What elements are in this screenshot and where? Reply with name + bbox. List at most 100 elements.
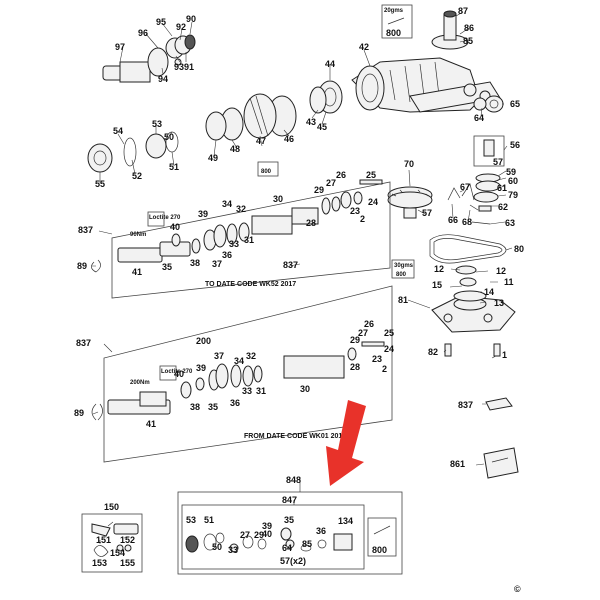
callout-57b: 57 [422, 208, 432, 218]
callout-12b: 12 [496, 266, 506, 276]
callout-48: 48 [230, 144, 240, 154]
callout-95: 95 [156, 17, 166, 27]
callout-35a: 35 [162, 262, 172, 272]
callout-87: 87 [458, 6, 468, 16]
callout-94: 94 [158, 74, 168, 84]
callout-28a: 28 [306, 218, 316, 228]
callout-41b: 41 [146, 419, 156, 429]
callout-92: 92 [176, 22, 186, 32]
callout-62: 62 [498, 202, 508, 212]
callout-35k: 35 [284, 515, 294, 525]
callout-34b: 34 [234, 356, 244, 366]
callout-33k: 33 [228, 545, 238, 555]
part-837-right [485, 397, 513, 411]
leader-lines [92, 11, 513, 544]
callout-44: 44 [325, 59, 335, 69]
callout-50: 50 [164, 132, 174, 142]
callout-837a: 837 [78, 225, 93, 235]
callout-40k: 40 [262, 529, 272, 539]
clip-89-a [91, 259, 101, 273]
callout-36k: 36 [316, 526, 326, 536]
callout-2b: 2 [382, 364, 387, 374]
grease-weight-1: 20gms [384, 8, 404, 14]
callout-837c: 837 [76, 338, 91, 348]
kit-150-outline [81, 513, 143, 573]
callout-41a: 41 [132, 267, 142, 277]
callout-97: 97 [115, 42, 125, 52]
loctite-label-a: Loctite 270 [149, 215, 181, 221]
callout-49: 49 [208, 153, 218, 163]
bearing-44 [309, 80, 343, 114]
new-assembly-outline [103, 285, 393, 463]
callout-36b: 36 [230, 398, 240, 408]
old-spindle-parts [117, 179, 383, 263]
callout-85k: 85 [302, 539, 312, 549]
callout-64k: 64 [282, 543, 292, 553]
callout-33a: 33 [229, 239, 239, 249]
torque-note-a: Loctite 270 90Nm [130, 211, 181, 238]
torque-label-a: 90Nm [130, 232, 146, 238]
bearing-65 [473, 95, 504, 113]
grease-badge-3: 800 [257, 161, 279, 177]
callout-31b: 31 [256, 386, 266, 396]
copyright-mark: © [514, 584, 521, 594]
callout-12a: 12 [434, 264, 444, 274]
kit-848-outline [177, 491, 403, 575]
callout-50k: 50 [212, 542, 222, 552]
callout-34a: 34 [222, 199, 232, 209]
callout-11: 11 [504, 277, 514, 287]
callout-54: 54 [113, 126, 123, 136]
callout-66: 66 [448, 215, 458, 225]
callout-25a: 25 [366, 170, 376, 180]
callout-1: 1 [502, 350, 507, 360]
callout-65: 65 [510, 99, 520, 109]
callout-27b: 27 [358, 328, 368, 338]
kit-parts [185, 527, 353, 553]
callout-27a: 27 [326, 178, 336, 188]
callout-31a: 31 [244, 235, 254, 245]
callout-90: 90 [186, 14, 196, 24]
grease-badge-2: 30gms 800 [391, 259, 415, 279]
callout-39k: 39 [262, 521, 272, 531]
callout-24b: 24 [384, 344, 394, 354]
callout-60: 60 [508, 176, 518, 186]
motor-side-parts [471, 135, 505, 225]
callout-51k: 51 [204, 515, 214, 525]
callout-53: 53 [152, 119, 162, 129]
callout-67: 67 [460, 182, 470, 192]
callout-82: 82 [428, 347, 438, 357]
gear-70 [387, 186, 433, 219]
callout-47: 47 [256, 136, 266, 146]
callout-837b: 837 [283, 260, 298, 270]
callout-29k: 29 [254, 530, 264, 540]
grease-weight-2: 30gms [394, 263, 414, 269]
callout-13: 13 [494, 298, 504, 308]
callout-53k: 53 [186, 515, 196, 525]
callout-57k: 57(x2) [280, 556, 306, 566]
caption-old-datecode: TO DATE CODE WK52 2017 [205, 281, 296, 288]
grease-code-3: 800 [261, 169, 272, 175]
callout-2a: 2 [360, 214, 365, 224]
torque-note-b: Loctite 270 200Nm [130, 365, 193, 386]
torque-label-b: 200Nm [130, 380, 150, 386]
callout-23b: 23 [372, 354, 382, 364]
callout-46: 46 [284, 134, 294, 144]
seal-parts [87, 131, 179, 173]
callout-29b: 29 [350, 335, 360, 345]
callout-26a: 26 [336, 170, 346, 180]
clutch-parts [205, 93, 297, 141]
callout-36a: 36 [222, 250, 232, 260]
callout-55: 55 [95, 179, 105, 189]
callout-70: 70 [404, 159, 414, 169]
callout-29a: 29 [314, 185, 324, 195]
callout-155: 155 [120, 558, 135, 568]
brush-holder-parts [447, 183, 479, 211]
callout-200: 200 [196, 336, 211, 346]
callout-861: 861 [450, 459, 465, 469]
top-right-gear-86 [431, 10, 469, 50]
callout-45: 45 [317, 122, 327, 132]
callout-33b: 33 [242, 386, 252, 396]
callout-32a: 32 [236, 204, 246, 214]
callout-37b: 37 [214, 351, 224, 361]
